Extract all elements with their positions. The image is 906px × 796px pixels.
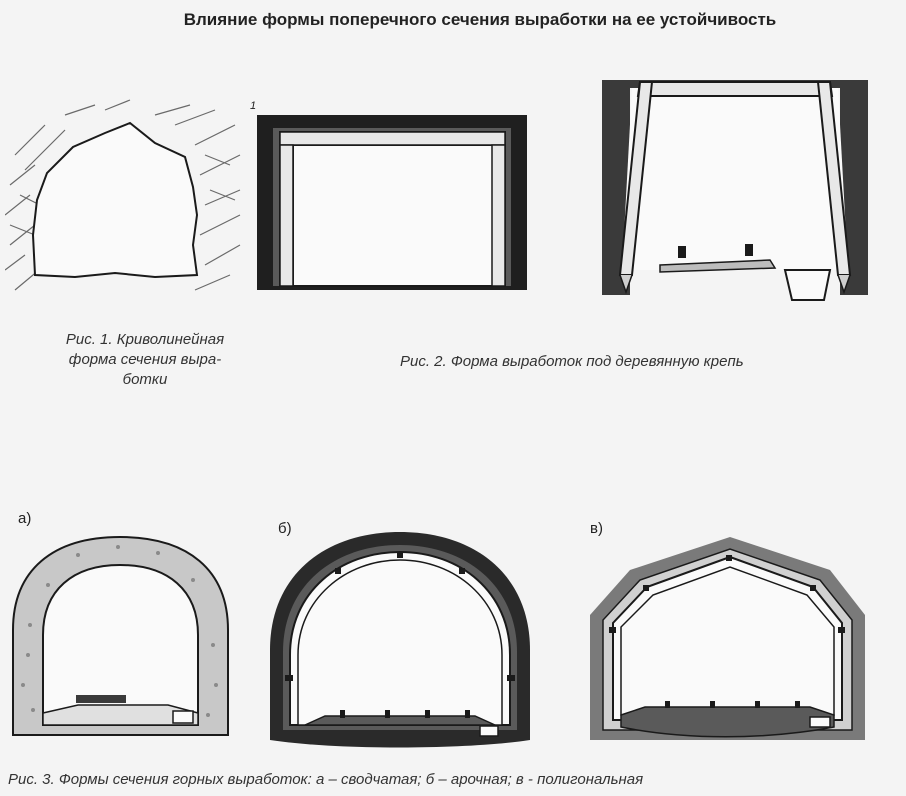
vaulted-section-drawing xyxy=(12,535,229,736)
floor-ballast xyxy=(620,706,835,738)
working-outline xyxy=(31,121,199,279)
arched-section-drawing xyxy=(270,532,530,748)
figure-3a-label: а) xyxy=(18,510,32,527)
figure-rectangular-timber-support xyxy=(255,110,530,295)
rock-hatching xyxy=(5,99,241,291)
rails xyxy=(665,701,800,708)
figure-3b-label: б) xyxy=(278,520,292,537)
working-opening xyxy=(620,566,835,716)
working-opening xyxy=(297,559,503,726)
figure-1-caption: Рис. 1. Криволинейная форма сечения выра… xyxy=(35,330,255,390)
rectangular-support-drawing xyxy=(257,115,527,290)
figure-1-caption-line: форма сечения выра- xyxy=(68,351,222,368)
figure-3-caption: Рис. 3. Формы сечения горных выработок: … xyxy=(8,771,644,788)
curvilinear-section-drawing xyxy=(5,99,241,291)
drainage-ditch xyxy=(172,710,194,724)
trapezoidal-support-drawing xyxy=(602,80,868,301)
drainage-ditch xyxy=(783,269,832,301)
figure-curvilinear-section xyxy=(5,95,245,305)
figure-arched-section xyxy=(265,530,535,750)
right-post-tip xyxy=(837,274,851,295)
floor-ballast xyxy=(42,704,199,726)
cap-beam xyxy=(636,81,834,97)
page-title: Влияние формы поперечного сечения вырабо… xyxy=(183,10,777,29)
rails xyxy=(340,710,470,718)
figure-1-caption-line: ботки xyxy=(122,371,168,388)
working-opening xyxy=(42,563,199,726)
track xyxy=(76,695,126,703)
figure-2-marker: 1 xyxy=(250,100,257,112)
polygonal-section-drawing xyxy=(590,537,865,740)
right-post xyxy=(491,144,506,287)
figure-2-caption: Рис. 2. Форма выработок под деревянную к… xyxy=(400,353,744,370)
floor-ballast xyxy=(304,715,496,726)
figure-trapezoidal-timber-support xyxy=(600,70,870,310)
left-rail xyxy=(678,246,686,258)
aggregate-texture xyxy=(21,545,218,717)
figure-3v-label: в) xyxy=(590,520,603,537)
left-post xyxy=(279,144,294,287)
working-opening xyxy=(622,88,848,270)
support-joints xyxy=(609,555,845,633)
figure-vaulted-section xyxy=(8,535,233,740)
figure-1-caption-line: Рис. 1. Криволинейная xyxy=(65,331,225,348)
drainage-ditch xyxy=(809,716,831,728)
drainage-ditch xyxy=(479,725,499,737)
left-post-tip xyxy=(619,274,633,295)
arch-joints xyxy=(285,552,515,681)
cap-beam xyxy=(279,131,506,146)
figure-polygonal-section xyxy=(585,535,870,750)
track-ballast xyxy=(659,259,777,273)
working-opening xyxy=(292,144,494,287)
right-rail xyxy=(745,244,753,256)
